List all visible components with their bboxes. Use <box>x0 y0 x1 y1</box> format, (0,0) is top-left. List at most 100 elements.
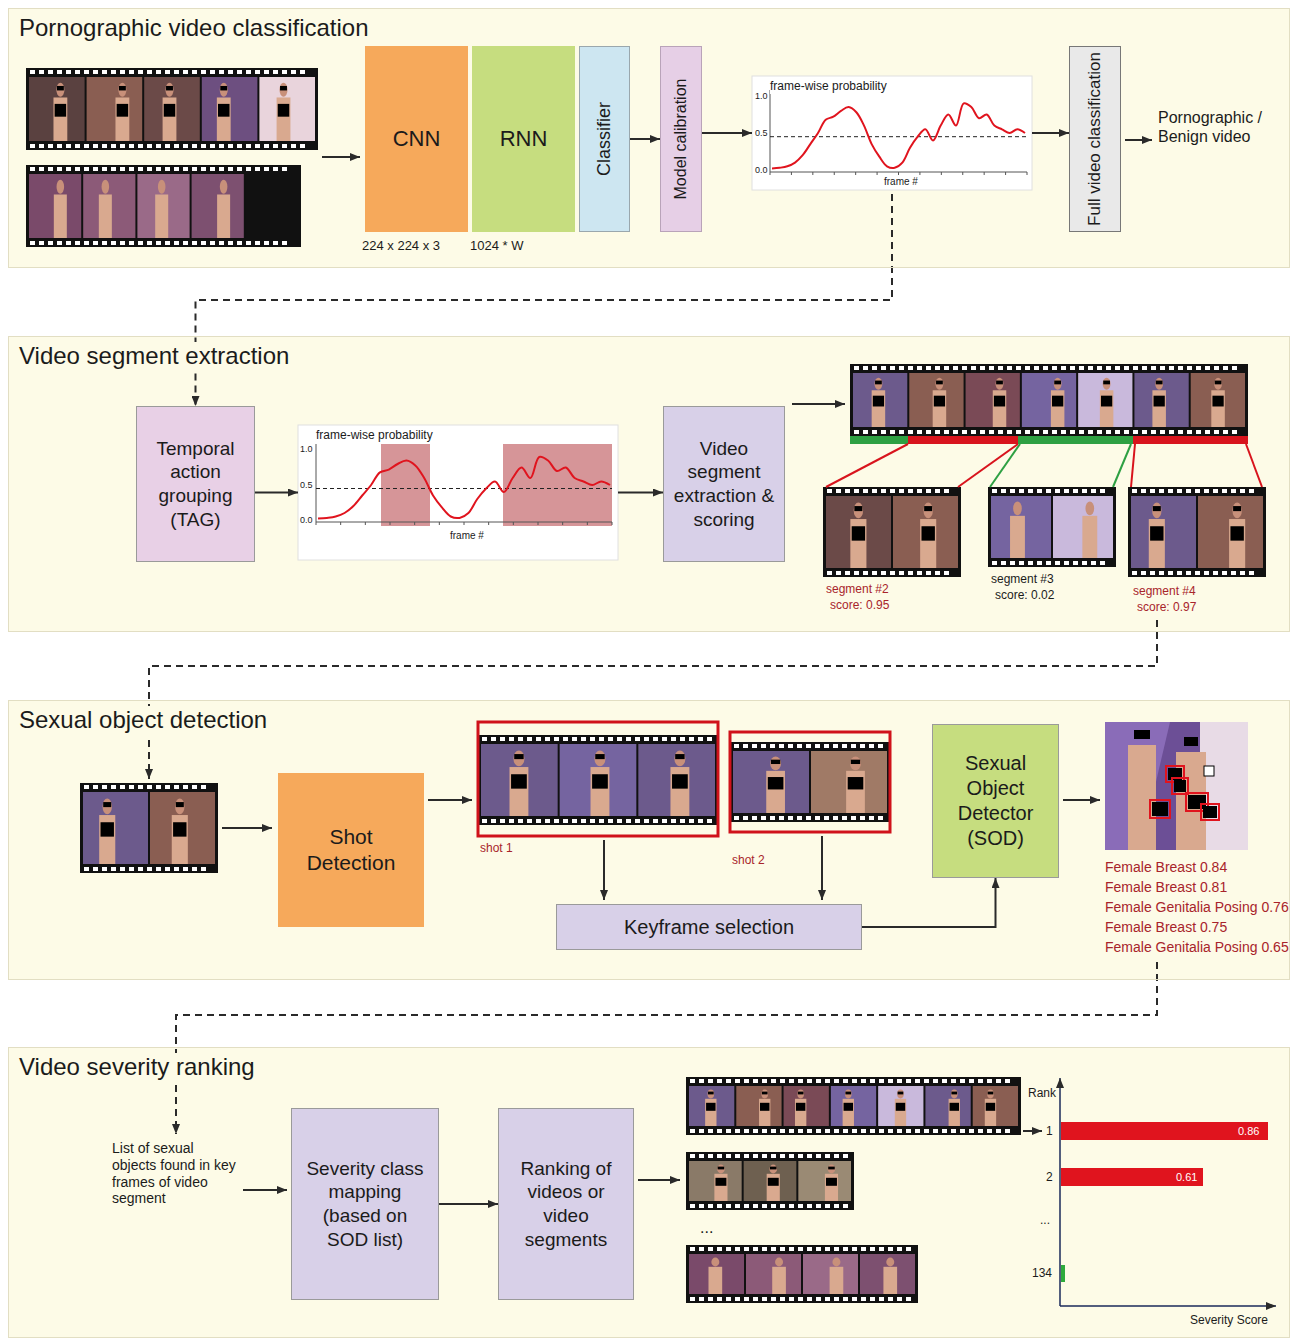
sprocket-hole <box>726 1129 731 1133</box>
sprocket-hole <box>39 144 44 148</box>
sprocket-hole <box>491 737 496 741</box>
sprocket-hole <box>824 816 829 820</box>
sprocket-hole <box>917 489 922 493</box>
sprocket-hole <box>57 70 62 74</box>
sprocket-hole <box>753 1129 758 1133</box>
sprocket-hole <box>1168 489 1173 493</box>
sprocket-hole <box>980 366 985 370</box>
sprocket-hole <box>671 819 676 823</box>
annotation: score: 0.02 <box>995 588 1054 602</box>
sprocket-hole <box>807 1247 812 1251</box>
sprocket-hole <box>572 737 577 741</box>
sprocket-hole <box>1132 489 1137 493</box>
sprocket-hole <box>1064 561 1069 565</box>
chart-tick <box>962 172 963 175</box>
sprocket-hole <box>653 737 658 741</box>
figure <box>895 1099 906 1126</box>
sprocket-hole <box>165 241 170 245</box>
sprocket-hole <box>165 70 170 74</box>
censor-block <box>762 1092 768 1095</box>
box-label: Keyframe selection <box>624 915 794 940</box>
image-panel <box>1200 722 1248 850</box>
chart-tick <box>390 522 391 525</box>
sprocket-hole <box>174 144 179 148</box>
sprocket-hole <box>815 744 820 748</box>
sprocket-hole <box>926 571 931 575</box>
sprocket-hole <box>806 744 811 748</box>
censor-block <box>924 506 932 511</box>
sprocket-hole <box>156 167 161 171</box>
sprocket-hole <box>201 785 206 789</box>
sprocket-hole <box>881 366 886 370</box>
sprocket-hole <box>899 571 904 575</box>
film-strip <box>850 364 1248 436</box>
flow-arrow <box>821 836 823 900</box>
sprocket-hole <box>753 1247 758 1251</box>
annotation: frame # <box>884 176 918 188</box>
sprocket-hole <box>1196 366 1201 370</box>
detection-box <box>1172 778 1188 794</box>
chart-axis <box>1060 1305 1276 1307</box>
figure <box>985 1099 996 1126</box>
sprocket-hole <box>908 489 913 493</box>
sprocket-hole <box>174 241 179 245</box>
annotation: 224 x 224 x 3 <box>362 238 440 254</box>
sprocket-hole <box>228 167 233 171</box>
film-strip <box>823 487 961 577</box>
sprocket-hole <box>1124 366 1129 370</box>
flow-arrow <box>1063 799 1100 801</box>
sprocket-hole <box>1097 366 1102 370</box>
sprocket-hole <box>869 744 874 748</box>
sprocket-hole <box>635 819 640 823</box>
film-base <box>850 364 1248 436</box>
censor-block <box>921 526 934 540</box>
panel-heading: Video segment extraction <box>15 342 293 371</box>
sprocket-hole <box>989 366 994 370</box>
sprocket-hole <box>129 167 134 171</box>
sprocket-hole <box>816 1079 821 1083</box>
flow-arrow <box>1023 1130 1042 1132</box>
sprocket-hole <box>1061 430 1066 434</box>
sprocket-hole <box>960 1079 965 1083</box>
film-base <box>26 68 318 150</box>
sprocket-hole <box>1097 430 1102 434</box>
sprocket-hole <box>1151 366 1156 370</box>
sprocket-hole <box>111 167 116 171</box>
sprocket-hole <box>129 867 134 871</box>
figure <box>277 97 291 141</box>
censor-block <box>854 506 862 511</box>
sprocket-hole <box>834 1297 839 1301</box>
censor-block <box>1230 526 1243 540</box>
sprocket-hole <box>744 1079 749 1083</box>
flow-arrow <box>638 1179 680 1181</box>
sprocket-hole <box>833 816 838 820</box>
sprocket-hole <box>1178 430 1183 434</box>
sprocket-hole <box>944 571 949 575</box>
flow-arrow <box>792 403 845 405</box>
sprocket-hole <box>174 867 179 871</box>
film-base <box>26 165 301 247</box>
sprocket-hole <box>833 744 838 748</box>
sprocket-hole <box>924 1079 929 1083</box>
box-label: CNN <box>393 125 441 153</box>
figure-head <box>220 83 228 97</box>
censor-block <box>994 396 1005 407</box>
censor-block <box>936 381 943 385</box>
sprocket-hole <box>762 1154 767 1158</box>
frame <box>689 1086 734 1126</box>
sprocket-hole <box>300 70 305 74</box>
sprocket-hole <box>908 430 913 434</box>
sprocket-hole <box>102 785 107 789</box>
censor-block <box>934 396 945 407</box>
sprocket-hole <box>30 144 35 148</box>
sprocket-hole <box>780 1204 785 1208</box>
sprocket-hole <box>944 366 949 370</box>
censor-block <box>1184 737 1198 746</box>
figure-head <box>711 1258 719 1267</box>
censor-block <box>164 104 176 117</box>
box-label: Model calibration <box>672 52 690 226</box>
sprocket-hole <box>662 737 667 741</box>
sprocket-hole <box>788 744 793 748</box>
frame <box>1134 373 1188 427</box>
figure <box>883 1267 897 1294</box>
